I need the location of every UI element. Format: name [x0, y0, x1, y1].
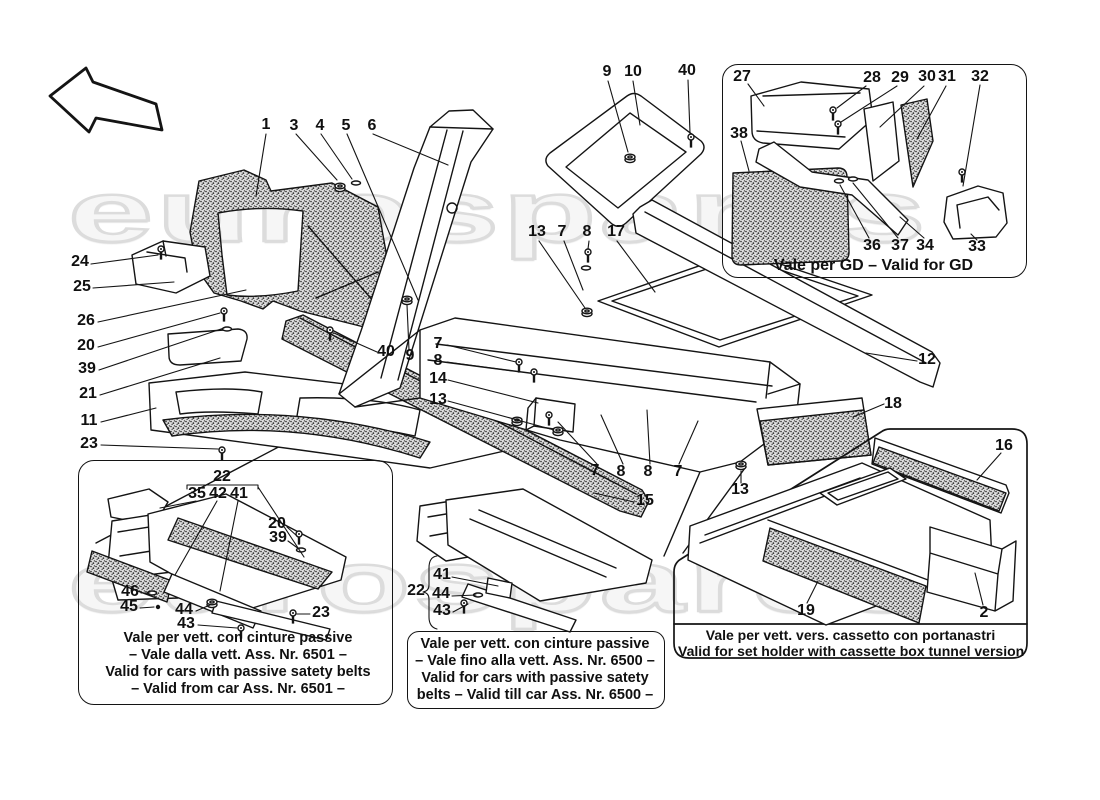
callout-27: 27 [733, 68, 751, 85]
callout-41: 41 [433, 566, 451, 583]
callout-40: 40 [678, 62, 696, 79]
caption-line: Vale per vett. vers. cassetto con portan… [705, 627, 996, 643]
callout-24: 24 [71, 253, 89, 270]
bottom-center-caption: Vale per vett. con cinture passive – Val… [411, 636, 659, 704]
callout-13: 13 [429, 391, 447, 408]
callout-23: 23 [80, 435, 98, 452]
caption-line: Valid for cars with passive satety belts [105, 664, 371, 680]
callout-20: 20 [268, 515, 286, 532]
callout-3: 3 [289, 117, 299, 134]
callout-8: 8 [433, 352, 443, 369]
callout-30: 30 [918, 68, 936, 85]
callout-1: 1 [261, 116, 271, 133]
caption-line: Vale per GD – Valid for GD [773, 257, 974, 274]
callout-43: 43 [177, 615, 195, 632]
callout-29: 29 [891, 69, 909, 86]
callout-35: 35 [188, 485, 206, 502]
callout-39: 39 [269, 529, 287, 546]
caption-line: belts – Valid till car Ass. Nr. 6500 – [416, 687, 654, 703]
callout-7: 7 [433, 335, 443, 352]
caption-line: Vale per vett. con cinture passive [420, 636, 650, 652]
callout-23: 23 [312, 604, 330, 621]
callout-28: 28 [863, 69, 881, 86]
callout-4: 4 [315, 117, 325, 134]
callout-45: 45 [120, 598, 138, 615]
caption-line: – Vale fino alla vett. Ass. Nr. 6500 – [415, 653, 655, 669]
callout-6: 6 [367, 117, 377, 134]
callout-34: 34 [916, 237, 934, 254]
gd-caption: Vale per GD – Valid for GD [722, 257, 1025, 275]
callout-18: 18 [884, 395, 902, 412]
callout-31: 31 [938, 68, 956, 85]
callout-9: 9 [405, 347, 415, 364]
bottom-center-caption-box [407, 631, 665, 709]
callout-17: 17 [607, 223, 625, 240]
callout-5: 5 [341, 117, 351, 134]
callout-39: 39 [78, 360, 96, 377]
callout-15: 15 [636, 492, 654, 509]
callout-20: 20 [77, 337, 95, 354]
bottom-right-caption: Vale per vett. vers. cassetto con portan… [678, 627, 1025, 659]
callout-26: 26 [77, 312, 95, 329]
callout-7: 7 [590, 462, 600, 479]
callout-44: 44 [432, 585, 450, 602]
callout-12: 12 [918, 351, 936, 368]
callout-10: 10 [624, 63, 642, 80]
callout-33: 33 [968, 238, 986, 255]
callout-43: 43 [433, 602, 451, 619]
caption-line: – Valid from car Ass. Nr. 6501 – [131, 681, 345, 697]
callout-41: 41 [230, 485, 248, 502]
callout-37: 37 [891, 237, 909, 254]
callout-11: 11 [80, 412, 98, 429]
bottom-left-inset-box [78, 460, 393, 705]
callout-38: 38 [730, 125, 748, 142]
callout-36: 36 [863, 237, 881, 254]
callout-8: 8 [643, 463, 653, 480]
callout-16: 16 [995, 437, 1013, 454]
callout-22: 22 [213, 468, 231, 485]
caption-line: Valid for cars with passive satety [421, 670, 649, 686]
callout-7: 7 [673, 463, 683, 480]
callout-19: 19 [797, 602, 815, 619]
callout-22: 22 [407, 582, 425, 599]
callout-8: 8 [616, 463, 626, 480]
callout-44: 44 [175, 601, 193, 618]
callout-9: 9 [602, 63, 612, 80]
callout-46: 46 [121, 583, 139, 600]
callout-13: 13 [731, 481, 749, 498]
callout-42: 42 [209, 485, 227, 502]
callout-25: 25 [73, 278, 91, 295]
bottom-left-caption: Vale per vett. con cinture passive – Val… [95, 630, 381, 698]
callout-14: 14 [429, 370, 447, 387]
caption-line: Vale per vett. con cinture passive [123, 630, 353, 646]
caption-line: – Vale dalla vett. Ass. Nr. 6501 – [129, 647, 347, 663]
callout-2: 2 [979, 604, 989, 621]
callout-8: 8 [582, 223, 592, 240]
caption-line: Valid for set holder with cassette box t… [678, 642, 1025, 659]
callout-32: 32 [971, 68, 989, 85]
gd-inset-box [722, 64, 1027, 278]
callout-21: 21 [79, 385, 97, 402]
callout-13: 13 [528, 223, 546, 240]
direction-arrow-icon [48, 66, 164, 134]
callout-7: 7 [557, 223, 567, 240]
callout-40: 40 [377, 343, 395, 360]
